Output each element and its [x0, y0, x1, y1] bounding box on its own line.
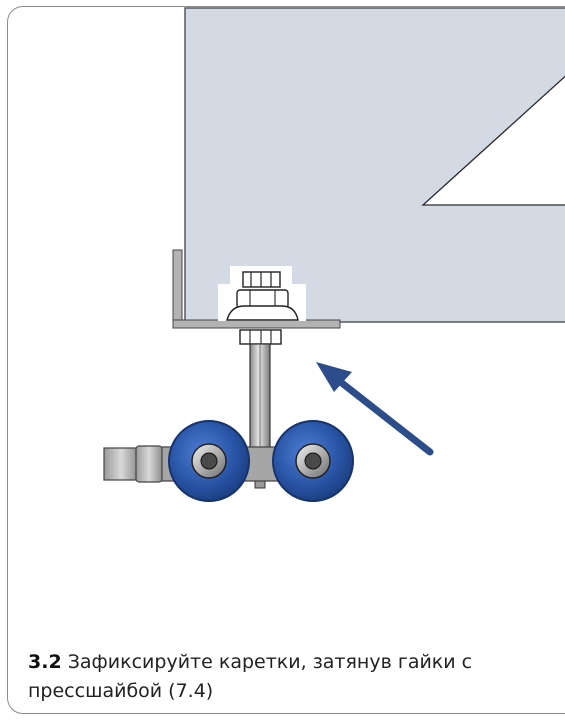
direction-arrow	[316, 362, 434, 456]
left-wheel	[168, 420, 250, 502]
bottom-nut	[239, 329, 282, 345]
instruction-caption: 3.2 Зафиксируйте каретки, затянув гайки …	[28, 648, 548, 706]
step-number: 3.2	[28, 651, 62, 673]
step-text: Зафиксируйте каретки, затянув гайки с пр…	[28, 651, 473, 702]
panel-triangle	[421, 75, 565, 206]
top-nut	[242, 271, 281, 288]
press-washer-nut	[226, 289, 299, 321]
carriage-clip	[103, 445, 163, 483]
right-wheel	[272, 420, 354, 502]
